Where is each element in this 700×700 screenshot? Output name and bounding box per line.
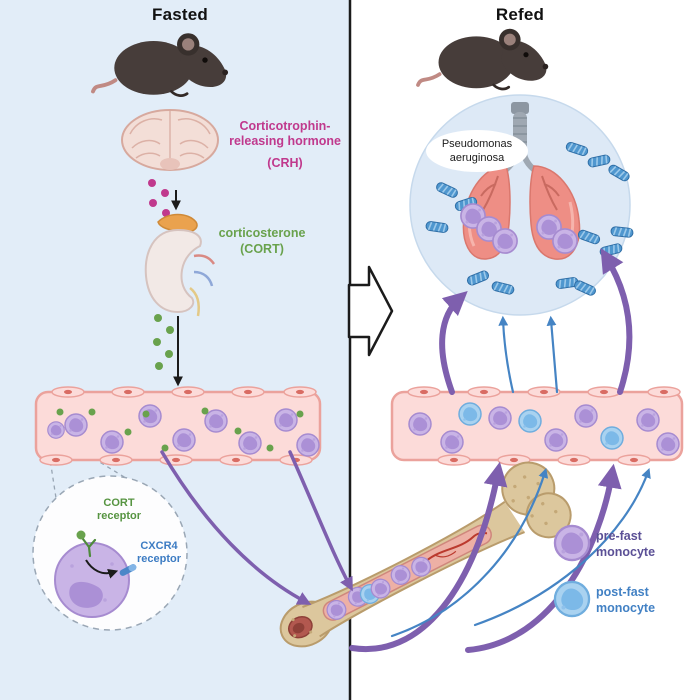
lung-infection-circle bbox=[409, 94, 635, 316]
legend-pre-fast-label: pre-fast monocyte bbox=[596, 529, 680, 560]
cort-receptor-icon bbox=[76, 530, 97, 558]
endothelial-cell bbox=[219, 454, 253, 466]
cort-abbrev: (CORT) bbox=[240, 242, 284, 257]
monocyte-post-icon bbox=[518, 409, 542, 433]
monocyte-pre-icon bbox=[274, 408, 298, 432]
cort-molecules-in-vessel bbox=[56, 407, 304, 452]
blood-vessel-fasted bbox=[34, 386, 322, 466]
monocyte-pre-icon bbox=[492, 228, 518, 254]
monocyte-pre-icon bbox=[100, 430, 124, 454]
monocyte-pre-icon bbox=[408, 412, 432, 436]
fasted-title: Fasted bbox=[152, 5, 208, 24]
pathogen-label: Pseudomonas aeruginosa bbox=[427, 137, 527, 166]
cort-molecules-falling bbox=[153, 314, 174, 370]
arrow-refed-vessel-to-lungs-blue-2 bbox=[546, 315, 559, 394]
arrow-bone-to-refed-vessel-purple-1 bbox=[349, 461, 508, 653]
monocyte-pre-icon bbox=[47, 421, 65, 439]
monocyte-pre-icon bbox=[636, 408, 660, 432]
endothelial-cell bbox=[587, 386, 621, 398]
monocyte-post-icon bbox=[458, 402, 482, 426]
arrow-refed-vessel-to-lungs-blue-1 bbox=[498, 315, 515, 394]
spongy-bone-texture bbox=[291, 475, 558, 638]
legend-pre-fast-line-1: pre-fast bbox=[596, 529, 642, 543]
cort-label-name: corticosterone bbox=[218, 226, 306, 240]
pathogen-label-line-2: aeruginosa bbox=[449, 152, 505, 165]
endothelial-cell bbox=[39, 454, 73, 466]
receptor-zoom-inset bbox=[32, 445, 188, 631]
bone-marrow-illustration bbox=[279, 461, 572, 648]
monocyte-pre-icon bbox=[204, 409, 228, 433]
endothelial-cell bbox=[557, 454, 591, 466]
monocyte-pre-icon bbox=[296, 433, 320, 457]
arrow-fasted-vessel-to-bone-2 bbox=[288, 450, 353, 592]
arrow-fasted-vessel-to-bone-1 bbox=[160, 450, 312, 605]
monocyte-post-icon bbox=[600, 426, 624, 450]
transition-arrow-icon bbox=[347, 265, 394, 357]
endothelial-cell bbox=[527, 386, 561, 398]
cort-receptor-label: CORT receptor bbox=[96, 497, 142, 523]
crh-label-line-1: Corticotrophin- bbox=[239, 119, 331, 133]
kidney-adrenal-illustration bbox=[144, 213, 216, 317]
monocyte-pre-icon bbox=[172, 428, 196, 452]
endothelial-cell bbox=[51, 386, 85, 398]
arrow-bone-to-refed-vessel-blue-1 bbox=[390, 467, 549, 638]
monocyte-pre-icon bbox=[440, 430, 464, 454]
monocyte-pre-icon bbox=[64, 413, 88, 437]
crh-label: Corticotrophin- releasing hormone (CRH) bbox=[222, 119, 348, 171]
pathogen-label-bubble bbox=[426, 130, 528, 172]
monocyte-pre-icon bbox=[544, 428, 568, 452]
signaling-arrow bbox=[85, 559, 119, 579]
legend-post-fast-label: post-fast monocyte bbox=[596, 585, 680, 616]
monocyte-inset-cell bbox=[54, 542, 130, 618]
cxcr4-receptor-icon bbox=[119, 564, 137, 576]
crh-molecules bbox=[148, 179, 170, 217]
mouse-refed-illustration bbox=[416, 26, 551, 91]
endothelial-cell bbox=[407, 386, 441, 398]
endothelial-cell bbox=[467, 386, 501, 398]
refed-title: Refed bbox=[495, 5, 545, 24]
endothelial-cell bbox=[231, 386, 265, 398]
endothelial-cell bbox=[647, 386, 681, 398]
pathogen-label-line-1: Pseudomonas bbox=[441, 138, 513, 150]
endothelial-cell bbox=[283, 386, 317, 398]
monocyte-pre-icon bbox=[138, 404, 162, 428]
mouse-fasted-illustration bbox=[91, 31, 231, 98]
endothelial-cell bbox=[171, 386, 205, 398]
arrow-refed-vessel-to-lungs-purple-1 bbox=[439, 291, 468, 395]
blood-vessel-refed bbox=[390, 386, 684, 466]
crh-abbrev: (CRH) bbox=[267, 155, 303, 170]
monocyte-pre-icon bbox=[574, 404, 598, 428]
monocyte-pre-icon bbox=[656, 432, 680, 456]
cort-molecule-dot bbox=[76, 530, 86, 540]
kidney bbox=[144, 228, 202, 314]
legend-swatch-pre-fast bbox=[553, 524, 591, 562]
endothelial-cell bbox=[111, 386, 145, 398]
endothelial-cell bbox=[437, 454, 471, 466]
bacterium-icon bbox=[609, 225, 635, 239]
crh-label-line-2: releasing hormone bbox=[229, 134, 341, 149]
legend-swatch-post-fast bbox=[553, 580, 591, 618]
adrenal-gland bbox=[157, 213, 198, 234]
legend-post-fast-line-2: monocyte bbox=[596, 600, 656, 615]
monocyte-pre-icon bbox=[552, 228, 578, 254]
brain-illustration bbox=[121, 109, 219, 171]
arrow-refed-vessel-to-lungs-purple-2 bbox=[600, 248, 633, 395]
legend-post-fast-line-1: post-fast bbox=[596, 585, 649, 599]
monocyte-pre-icon bbox=[238, 431, 262, 455]
legend-pre-fast-line-2: monocyte bbox=[596, 544, 656, 559]
cort-label: corticosterone (CORT) bbox=[206, 226, 318, 258]
arrow-bone-to-refed-vessel-blue-2 bbox=[473, 467, 651, 627]
endothelial-cell bbox=[99, 454, 133, 466]
monocyte-pre-icon bbox=[488, 406, 512, 430]
cxcr4-receptor-label: CXCR4 receptor bbox=[136, 540, 182, 566]
endothelial-cell bbox=[617, 454, 651, 466]
